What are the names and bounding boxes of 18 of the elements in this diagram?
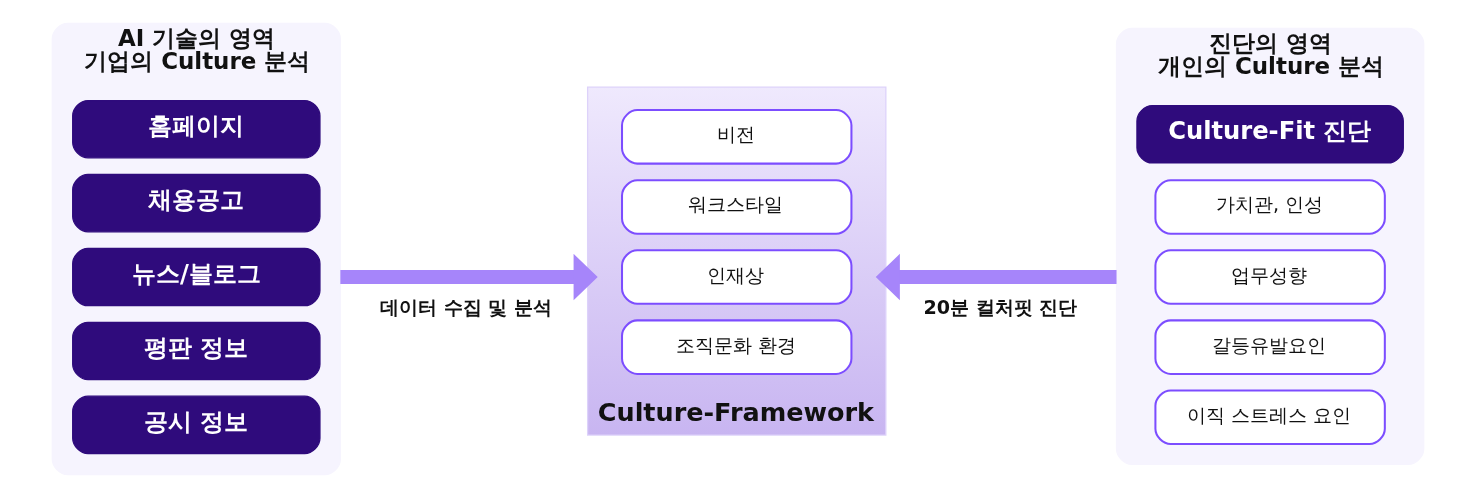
node-box: 채용공고	[71, 173, 321, 233]
node-box: 조직문화 환경	[620, 319, 852, 375]
arrow	[875, 253, 1117, 301]
node-box: Culture-Fit 진단	[1135, 104, 1404, 164]
node-box: 평판 정보	[71, 321, 321, 381]
node-box: 뉴스/블로그	[71, 247, 321, 307]
node-box: 홈페이지	[71, 99, 321, 159]
node-box: 업무성향	[1153, 249, 1386, 305]
node-box: 비전	[620, 109, 852, 165]
edge-label: 20분 컬처핏 진단	[922, 296, 1077, 319]
node-box: 공시 정보	[71, 395, 321, 455]
node-box: 갈등유발요인	[1153, 319, 1386, 375]
arrow	[339, 253, 598, 301]
node-box: 이직 스트레스 요인	[1153, 389, 1386, 446]
node-box: 가치관, 인성	[1153, 179, 1386, 235]
node-box: 인재상	[620, 249, 852, 305]
edge-label: 데이터 수집 및 분석	[379, 296, 552, 319]
node-box: 워크스타일	[620, 179, 852, 235]
